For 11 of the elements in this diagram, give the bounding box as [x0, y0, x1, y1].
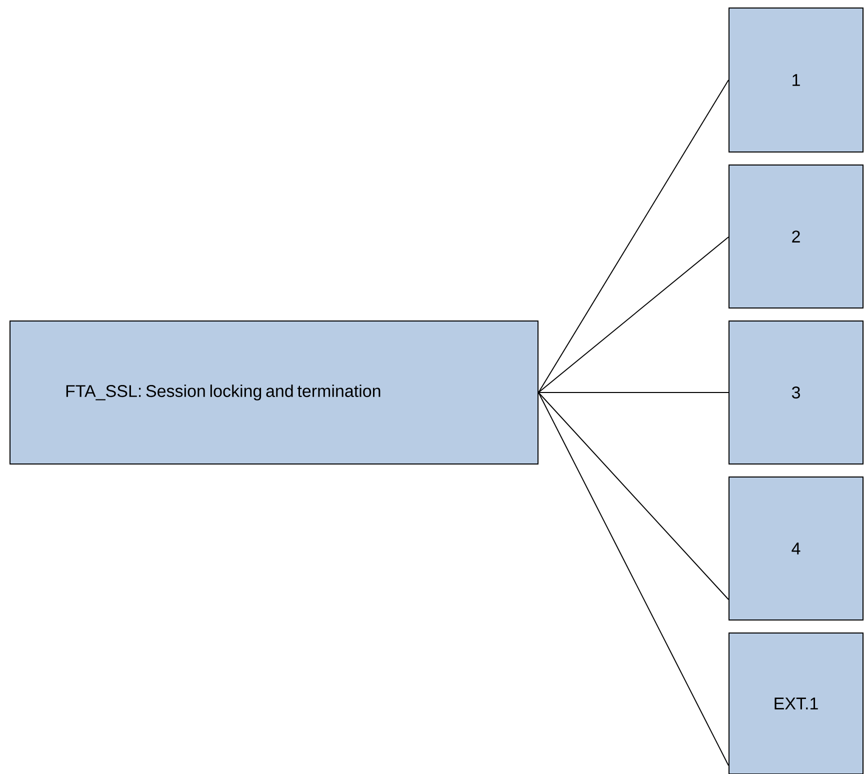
connector-line: [538, 236, 729, 393]
process-box: 4: [728, 476, 864, 620]
process-box: 1: [728, 8, 864, 152]
connector-line: [538, 392, 729, 766]
process-box: 2: [728, 164, 864, 308]
connector-line: [538, 392, 729, 600]
connector-line: [538, 80, 729, 393]
connector-line: [538, 392, 729, 393]
process-box: EXT.1: [728, 632, 864, 774]
process-box: 3: [728, 320, 864, 464]
process-box: FTA_SSL: Session locking and termination: [10, 320, 538, 464]
